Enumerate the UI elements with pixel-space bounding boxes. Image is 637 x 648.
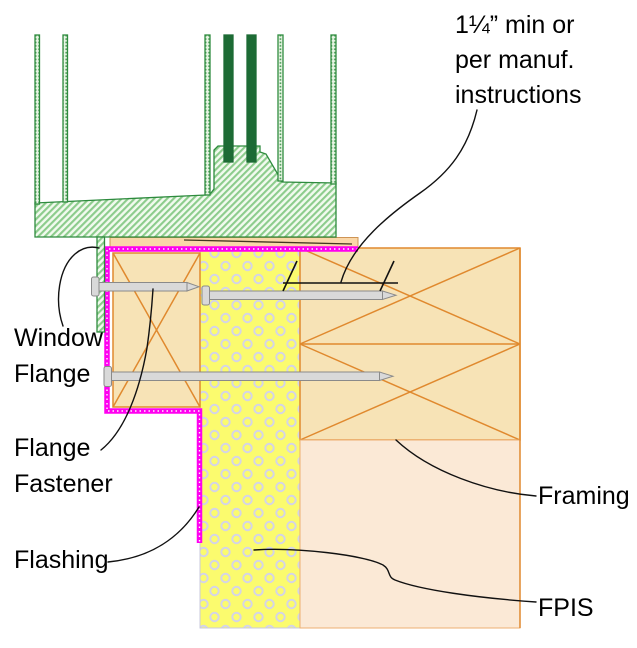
- flashing-dot-texture: [106, 248, 358, 543]
- label-line: Flange: [14, 360, 91, 388]
- flange-fastener-nail: [91, 276, 201, 297]
- penetration-dimension: [282, 260, 398, 292]
- wall-below-framing: [299, 439, 521, 629]
- leader-framing: [395, 439, 537, 497]
- label-fpis: FPIS: [538, 594, 594, 622]
- label-dimension-note: 1¼” min or per manuf. instructions: [455, 8, 581, 113]
- sealant-line: [183, 239, 353, 245]
- label-framing: Framing: [538, 482, 630, 510]
- jamb-bar-outer-left: [34, 34, 41, 205]
- label-window-flange: Window Flange: [14, 320, 103, 392]
- flashing-line: [104, 246, 358, 543]
- leader-window-flange: [57, 246, 100, 327]
- leader-dimension-note: [340, 109, 478, 283]
- label-flashing: Flashing: [14, 546, 109, 574]
- frame-bar-outer-right: [330, 34, 337, 185]
- label-flange-fastener: Flange Fastener: [14, 430, 113, 502]
- frame-bar-mid-right: [277, 34, 284, 182]
- label-line: Window: [14, 324, 103, 352]
- glazing-pane-left: [223, 34, 234, 163]
- framing-block: [299, 247, 521, 441]
- label-line: Fastener: [14, 470, 113, 498]
- window-sill: [34, 145, 337, 238]
- dimension-tick-right: [379, 260, 395, 292]
- label-line: 1¼” min or: [455, 11, 575, 39]
- jamb-bar-inner-left: [62, 34, 69, 203]
- fpis-fastener-nail-upper: [201, 285, 398, 306]
- dimension-tick-left: [282, 260, 298, 292]
- frame-bar-mid-left: [204, 34, 211, 196]
- label-line: per manuf.: [455, 46, 575, 74]
- leader-lines: [57, 109, 537, 603]
- fpis-insulation: [199, 249, 301, 629]
- label-line: instructions: [455, 81, 582, 109]
- label-line: Flange: [14, 434, 91, 462]
- fasteners: [91, 276, 398, 387]
- buck-framing-block: [112, 252, 201, 408]
- wall-assembly: [109, 237, 521, 629]
- fpis-fastener-nail-lower: [103, 366, 395, 387]
- leader-fpis: [253, 548, 537, 603]
- glazing-pane-right: [246, 34, 257, 163]
- leader-flashing: [107, 506, 200, 563]
- leader-flange-fastener: [100, 288, 154, 451]
